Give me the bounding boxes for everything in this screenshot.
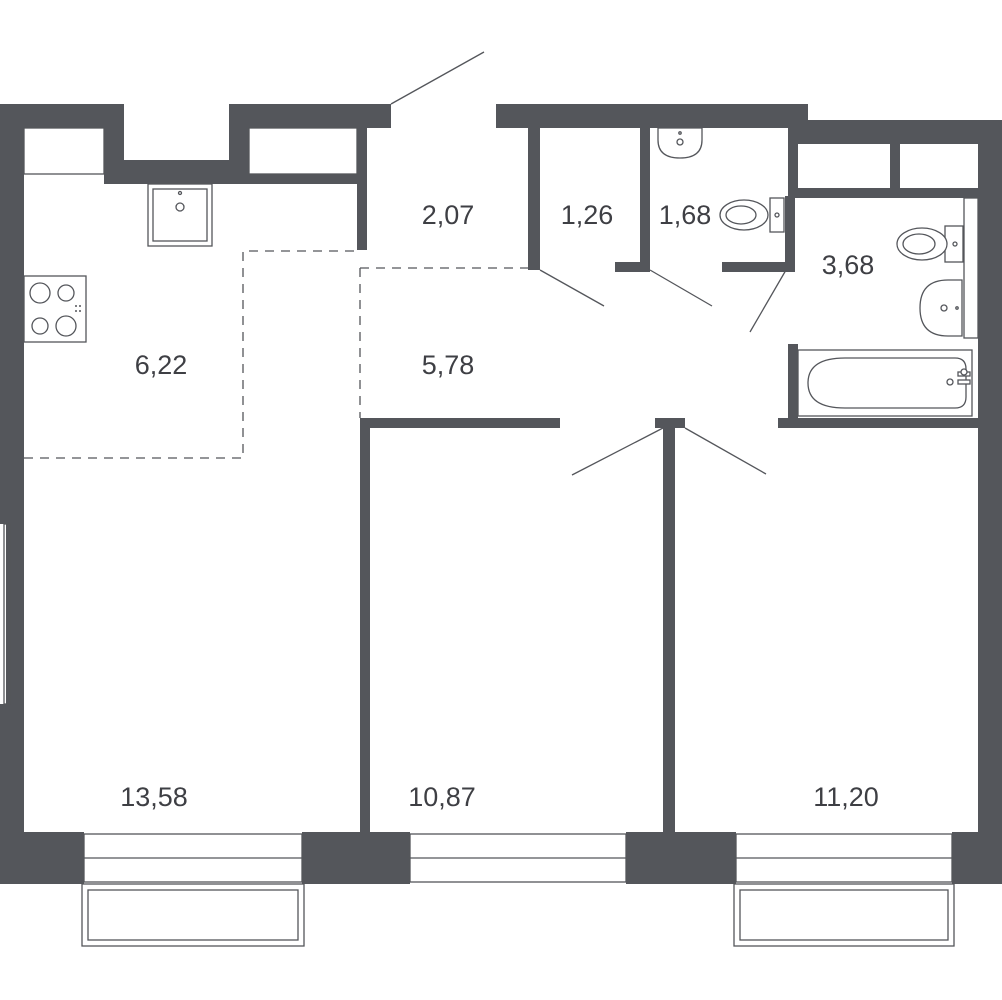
bedroom-2-door-swing: [684, 427, 767, 475]
wc-toilet: [719, 197, 785, 233]
area-label-corridor: 5,78: [422, 350, 475, 380]
area-label-kitchen: 6,22: [135, 350, 188, 380]
bathroom-toilet: [896, 225, 964, 263]
niches: [23, 127, 358, 175]
kitchen-sink: [147, 183, 213, 247]
area-label-wc: 1,68: [659, 200, 712, 230]
area-label-living-room: 13,58: [120, 782, 188, 812]
area-label-bathroom: 3,68: [822, 250, 875, 280]
area-label-storage: 1,26: [561, 200, 614, 230]
area-label-bedroom-1: 10,87: [408, 782, 476, 812]
wc-door-swing: [649, 269, 713, 307]
windows: [3, 197, 979, 883]
door-swings: [390, 51, 787, 476]
bathroom-door-swing: [749, 269, 787, 333]
balconies: [81, 883, 955, 947]
bedroom-1-door-swing: [571, 427, 664, 476]
kitchen-zone-outline: [24, 250, 530, 459]
walls: [0, 104, 1002, 884]
storage-door-swing: [539, 269, 605, 307]
area-label-bedroom-2: 11,20: [813, 782, 879, 812]
bathtub: [797, 349, 973, 417]
entrance-door-swing: [390, 51, 485, 105]
wc-washbasin: [657, 127, 703, 159]
cooktop: [23, 275, 87, 343]
bathroom-washbasin: [919, 279, 963, 337]
area-labels: 2,07 1,26 1,68 3,68 6,22 5,78 13,58 10,8…: [120, 200, 879, 812]
area-label-hall: 2,07: [422, 200, 475, 230]
